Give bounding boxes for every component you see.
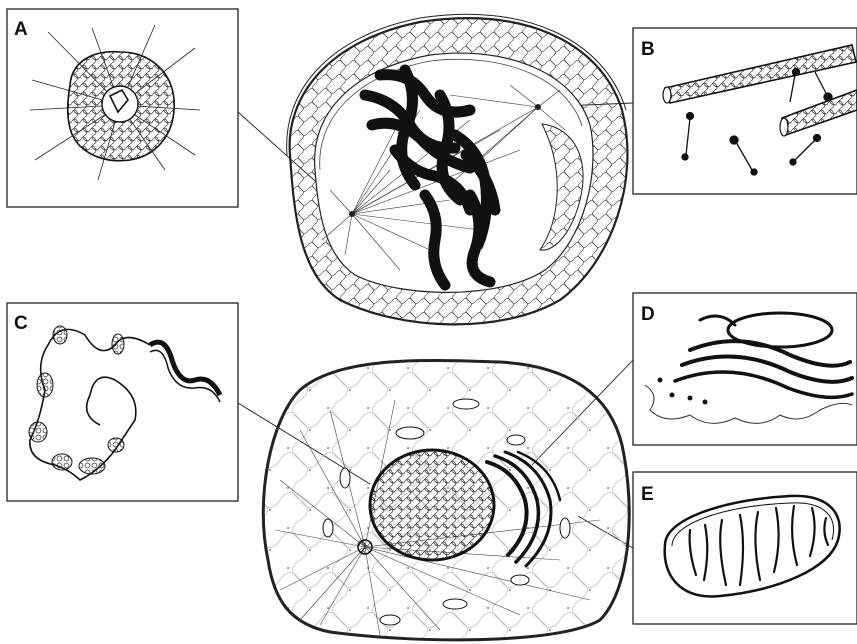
panel-a: A: [7, 9, 238, 207]
centrosome-left: [349, 211, 355, 217]
panel-e-label: E: [641, 484, 654, 505]
panel-b-label: B: [641, 39, 655, 60]
nucleus: [370, 450, 494, 560]
centrosome-right: [535, 104, 541, 110]
panel-b: B: [633, 28, 857, 194]
panel-c: C: [7, 303, 238, 501]
panel-a-label: A: [14, 19, 28, 40]
mitotic-cell: [287, 14, 628, 324]
panel-c-box: [7, 303, 238, 501]
panel-d: D: [633, 293, 857, 445]
panel-d-label: D: [641, 304, 655, 325]
panel-c-label: C: [14, 313, 28, 334]
centrosome: [358, 540, 372, 554]
interphase-cell: [263, 361, 629, 640]
panel-e: E: [633, 472, 857, 624]
